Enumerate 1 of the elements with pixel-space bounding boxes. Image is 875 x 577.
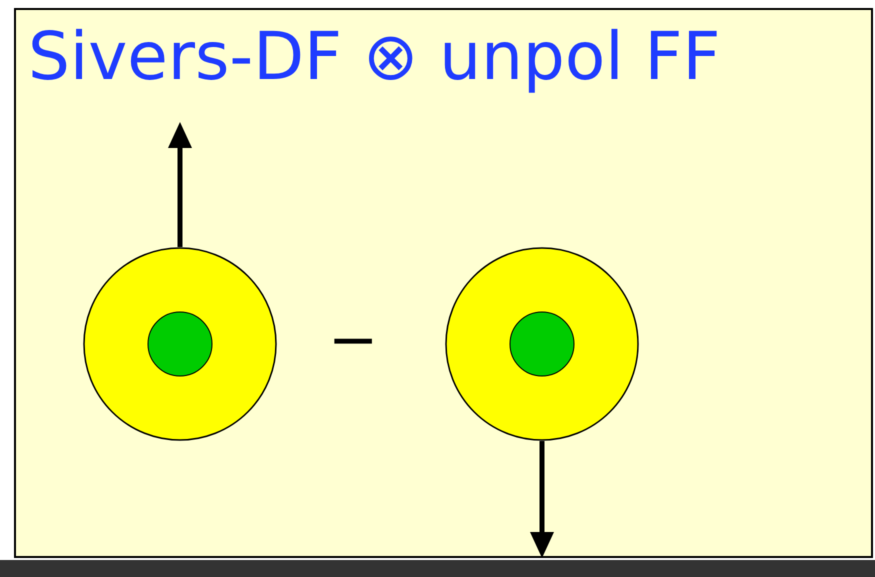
minus-sign: − (328, 310, 378, 370)
